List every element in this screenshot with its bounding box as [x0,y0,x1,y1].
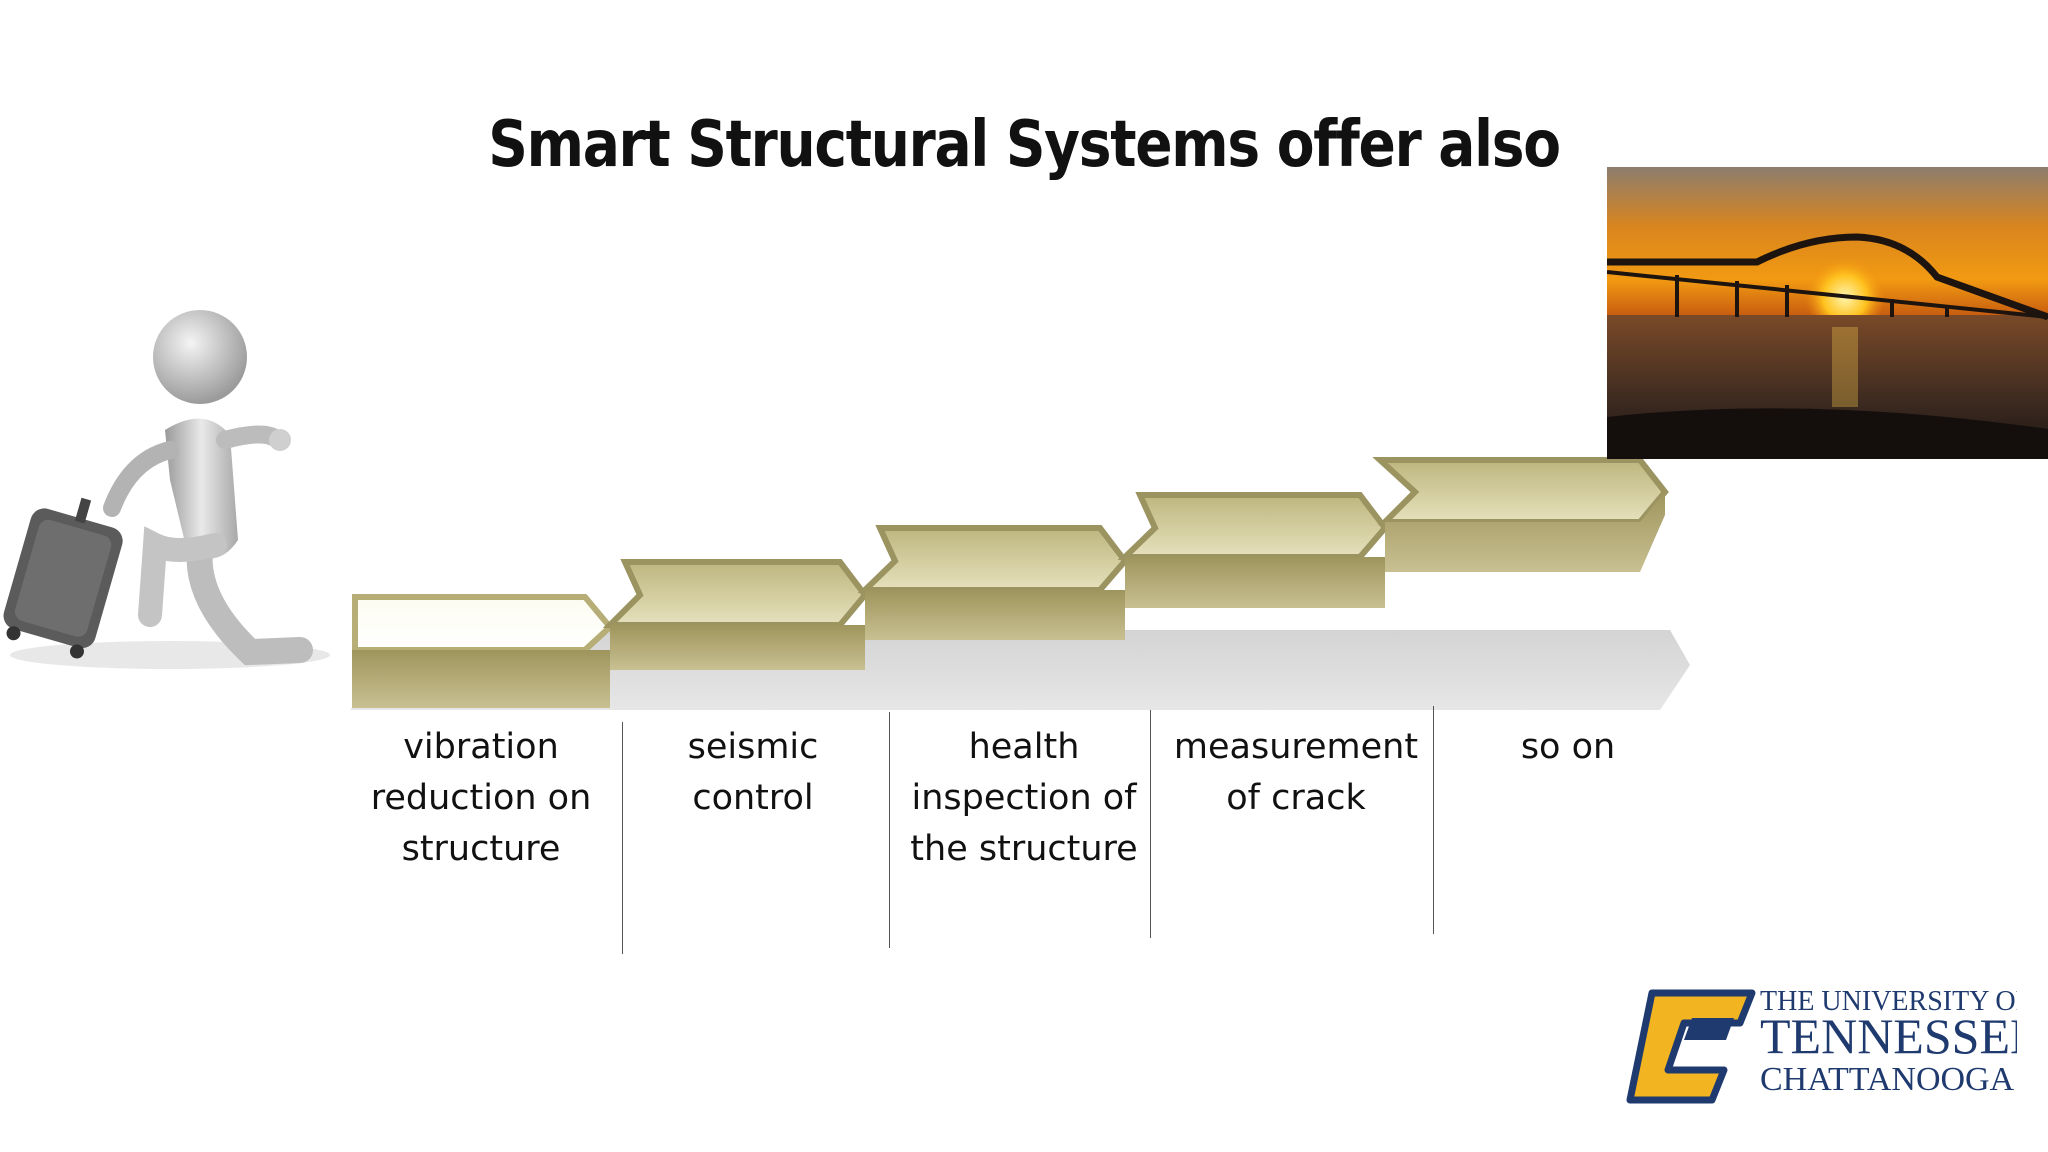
utc-university-logo: THE UNIVERSITY OF TENNESSEE CHATTANOOGA [1626,986,2017,1104]
logo-line-1: THE UNIVERSITY OF [1760,986,2017,1017]
step-divider [889,712,890,948]
step-4 [1117,492,1389,608]
step-divider [622,722,623,954]
step-2 [602,559,869,670]
slide-title: Smart Structural Systems offer also [488,108,1561,182]
step-label-3: health inspection of the structure [910,727,1138,869]
logo-line-2: TENNESSEE [1760,1008,2017,1064]
step-label-5: so on [1520,727,1616,767]
step-divider [1150,710,1151,938]
stair-steps-diagram [350,457,1690,710]
bridge-sunset-photo [1607,167,2048,459]
running-figure-illustration [3,310,330,669]
step-divider [1433,706,1434,934]
step-3 [857,525,1129,640]
step-5 [1372,457,1669,572]
step-label-2: seismic control [687,727,819,818]
logo-line-3: CHATTANOOGA [1760,1061,2015,1098]
step-label-4: measurement of crack [1173,727,1419,818]
step-label-1: vibration reduction on structure [370,727,592,869]
step-1 [352,594,615,708]
